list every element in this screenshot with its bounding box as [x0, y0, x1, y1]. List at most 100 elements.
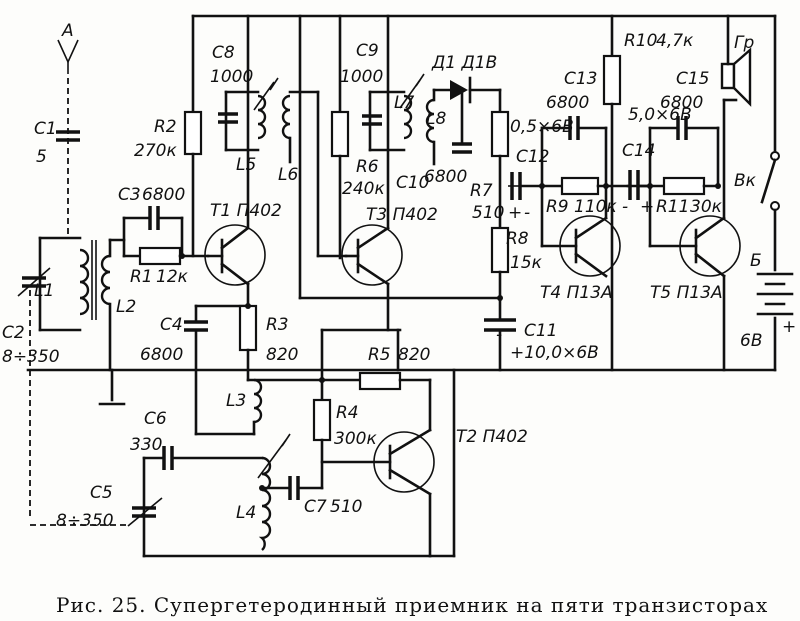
component-labels: A C1 5 L1 L2 C2 8÷350 C3 6800 R1 12к R2 …: [2, 21, 796, 531]
label-r9: R9: [546, 197, 569, 217]
c15-r11-feedback: [647, 116, 721, 248]
label-r5-value: 820: [398, 345, 430, 365]
label-r7-value: 510: [472, 203, 504, 223]
label-c10-value: 6800: [424, 167, 467, 187]
label-c14-plus: +: [640, 197, 654, 217]
label-c6: C6: [144, 409, 167, 429]
label-c4: C4: [160, 315, 183, 335]
label-l7: L7: [394, 93, 414, 113]
label-r10-value: 4,7к: [656, 31, 694, 51]
label-l4: L4: [236, 503, 256, 523]
power-switch-and-battery: [756, 14, 794, 372]
label-c8-value: 1000: [210, 67, 253, 87]
figure-caption: Рис. 25. Супергетеродинный приемник на п…: [56, 593, 768, 617]
emitter-t1-r3-c4: [184, 282, 324, 436]
label-r6: R6: [356, 157, 379, 177]
label-c12-plus: +: [508, 203, 522, 223]
l5-c8-tank: [218, 77, 320, 258]
label-c2: C2: [2, 323, 25, 343]
label-c10: C10: [396, 173, 430, 193]
label-c13: C13: [564, 69, 598, 89]
label-l1: L1: [34, 281, 54, 301]
label-c2-value: 8÷350: [2, 347, 60, 367]
label-t2: T2 П402: [456, 427, 528, 447]
label-r2: R2: [154, 117, 177, 137]
wire-t1-to-t3: [298, 14, 502, 300]
detector-d1: [432, 76, 502, 154]
ground-rail: [26, 368, 777, 406]
label-c7: C7: [304, 497, 327, 517]
label-c5: C5: [90, 483, 113, 503]
label-c9-value: 1000: [340, 67, 383, 87]
label-r4: R4: [336, 403, 359, 423]
label-c12-value: 0,5×6B: [510, 117, 574, 137]
label-c8: C8: [212, 43, 235, 63]
label-c11-value: +10,0×6B: [510, 343, 599, 363]
input-circuit-l1-l2: [17, 236, 130, 526]
label-r5: R5: [368, 345, 391, 365]
label-r9-value: 110к: [574, 197, 617, 217]
label-r10: R10: [624, 31, 657, 51]
label-battery-voltage: 6В: [740, 331, 762, 351]
label-c4-value: 6800: [140, 345, 183, 365]
label-t1: T1 П402: [210, 201, 282, 221]
label-d1: Д1 Д1В: [431, 53, 497, 73]
label-c14: C14: [622, 141, 656, 161]
label-c14-value: 5,0×6B: [628, 105, 692, 125]
antenna-label: A: [61, 21, 74, 41]
label-r3-value: 820: [266, 345, 298, 365]
label-r4-value: 300к: [334, 429, 377, 449]
label-t3: T3 П402: [366, 205, 438, 225]
label-l3: L3: [226, 391, 246, 411]
label-r8-value: 15к: [510, 253, 543, 273]
label-battery: Б: [750, 251, 762, 271]
label-r6-value: 240к: [342, 179, 385, 199]
l4-c5-c6-c7-tank: [127, 433, 324, 558]
c12-coupling: [510, 172, 544, 200]
label-r1: R1: [130, 267, 153, 287]
label-r1-value: 12к: [156, 267, 189, 287]
label-c3-value: 6800: [142, 185, 185, 205]
label-r3: R3: [266, 315, 289, 335]
r2-resistor: [183, 14, 203, 258]
l7-l8-c9-tank: [362, 14, 436, 230]
label-r11: R11: [656, 197, 689, 217]
label-c11: C11: [524, 321, 558, 341]
loudspeaker: [720, 14, 752, 107]
label-l5: L5: [236, 155, 256, 175]
transistor-t1: [204, 14, 266, 286]
label-c7-value: 510: [330, 497, 362, 517]
label-r11-value: 30к: [690, 197, 723, 217]
transistor-t5: [648, 98, 741, 372]
label-r8: R8: [506, 229, 529, 249]
label-c1-value: 5: [36, 147, 47, 167]
label-l8: L8: [426, 109, 446, 129]
r7-volume: [490, 110, 520, 230]
label-r7: R7: [470, 181, 493, 201]
label-c14-minus: -: [622, 197, 628, 217]
label-vk: Вк: [734, 171, 757, 191]
label-c15-value: 6800: [660, 93, 703, 113]
label-c12-minus: -: [524, 203, 530, 223]
r6-resistor: [316, 14, 350, 260]
label-c9: C9: [356, 41, 379, 61]
label-t5: T5 П13А: [650, 283, 723, 303]
label-c12: C12: [516, 147, 550, 167]
c13-r9-feedback: [539, 116, 630, 248]
label-c3: C3: [118, 185, 141, 205]
r8-c11: [484, 226, 516, 372]
label-l6: L6: [278, 165, 298, 185]
label-c6-value: 330: [130, 435, 162, 455]
transistor-t4: [540, 184, 621, 278]
c3-r1-network: [122, 206, 210, 266]
label-gr: Гр: [734, 33, 754, 53]
r10-resistor: [602, 14, 622, 372]
label-c11-minus: -: [496, 325, 502, 345]
label-c15: C15: [676, 69, 710, 89]
c14-coupling: [626, 170, 652, 200]
label-battery-plus: +: [782, 317, 796, 337]
label-l2: L2: [116, 297, 136, 317]
label-r2-value: 270к: [134, 141, 177, 161]
